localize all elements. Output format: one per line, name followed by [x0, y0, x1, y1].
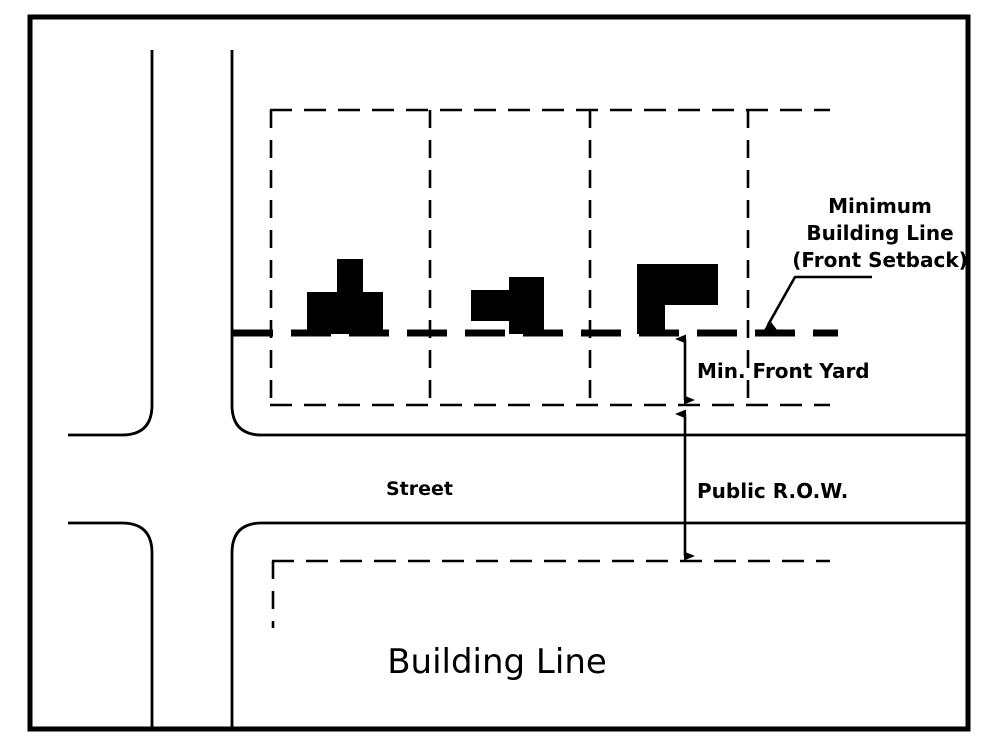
minimum-building-line-label-2: Building Line	[806, 221, 953, 245]
street-edge-bottom-left	[68, 521, 154, 730]
building-1-footprint	[307, 259, 383, 334]
minimum-building-line-leader	[764, 275, 872, 332]
lot-lines	[269, 108, 830, 408]
public-row-label: Public R.O.W.	[697, 479, 848, 503]
building-2-footprint	[471, 277, 544, 334]
lower-lot-lines	[271, 559, 830, 628]
diagram-border	[27, 14, 971, 732]
minimum-building-line-label-3: (Front Setback)	[792, 248, 968, 272]
street-edges	[68, 50, 968, 730]
min-front-yard-label: Min. Front Yard	[697, 359, 870, 383]
street-label: Street	[386, 478, 453, 500]
street-edge-top-right	[230, 50, 968, 437]
street-edge-bottom-right	[230, 521, 968, 730]
minimum-building-line-label-1: Minimum	[828, 194, 932, 218]
figure-title: Building Line	[387, 642, 607, 682]
building-3-footprint	[637, 264, 718, 334]
street-edge-top-left	[68, 50, 154, 437]
